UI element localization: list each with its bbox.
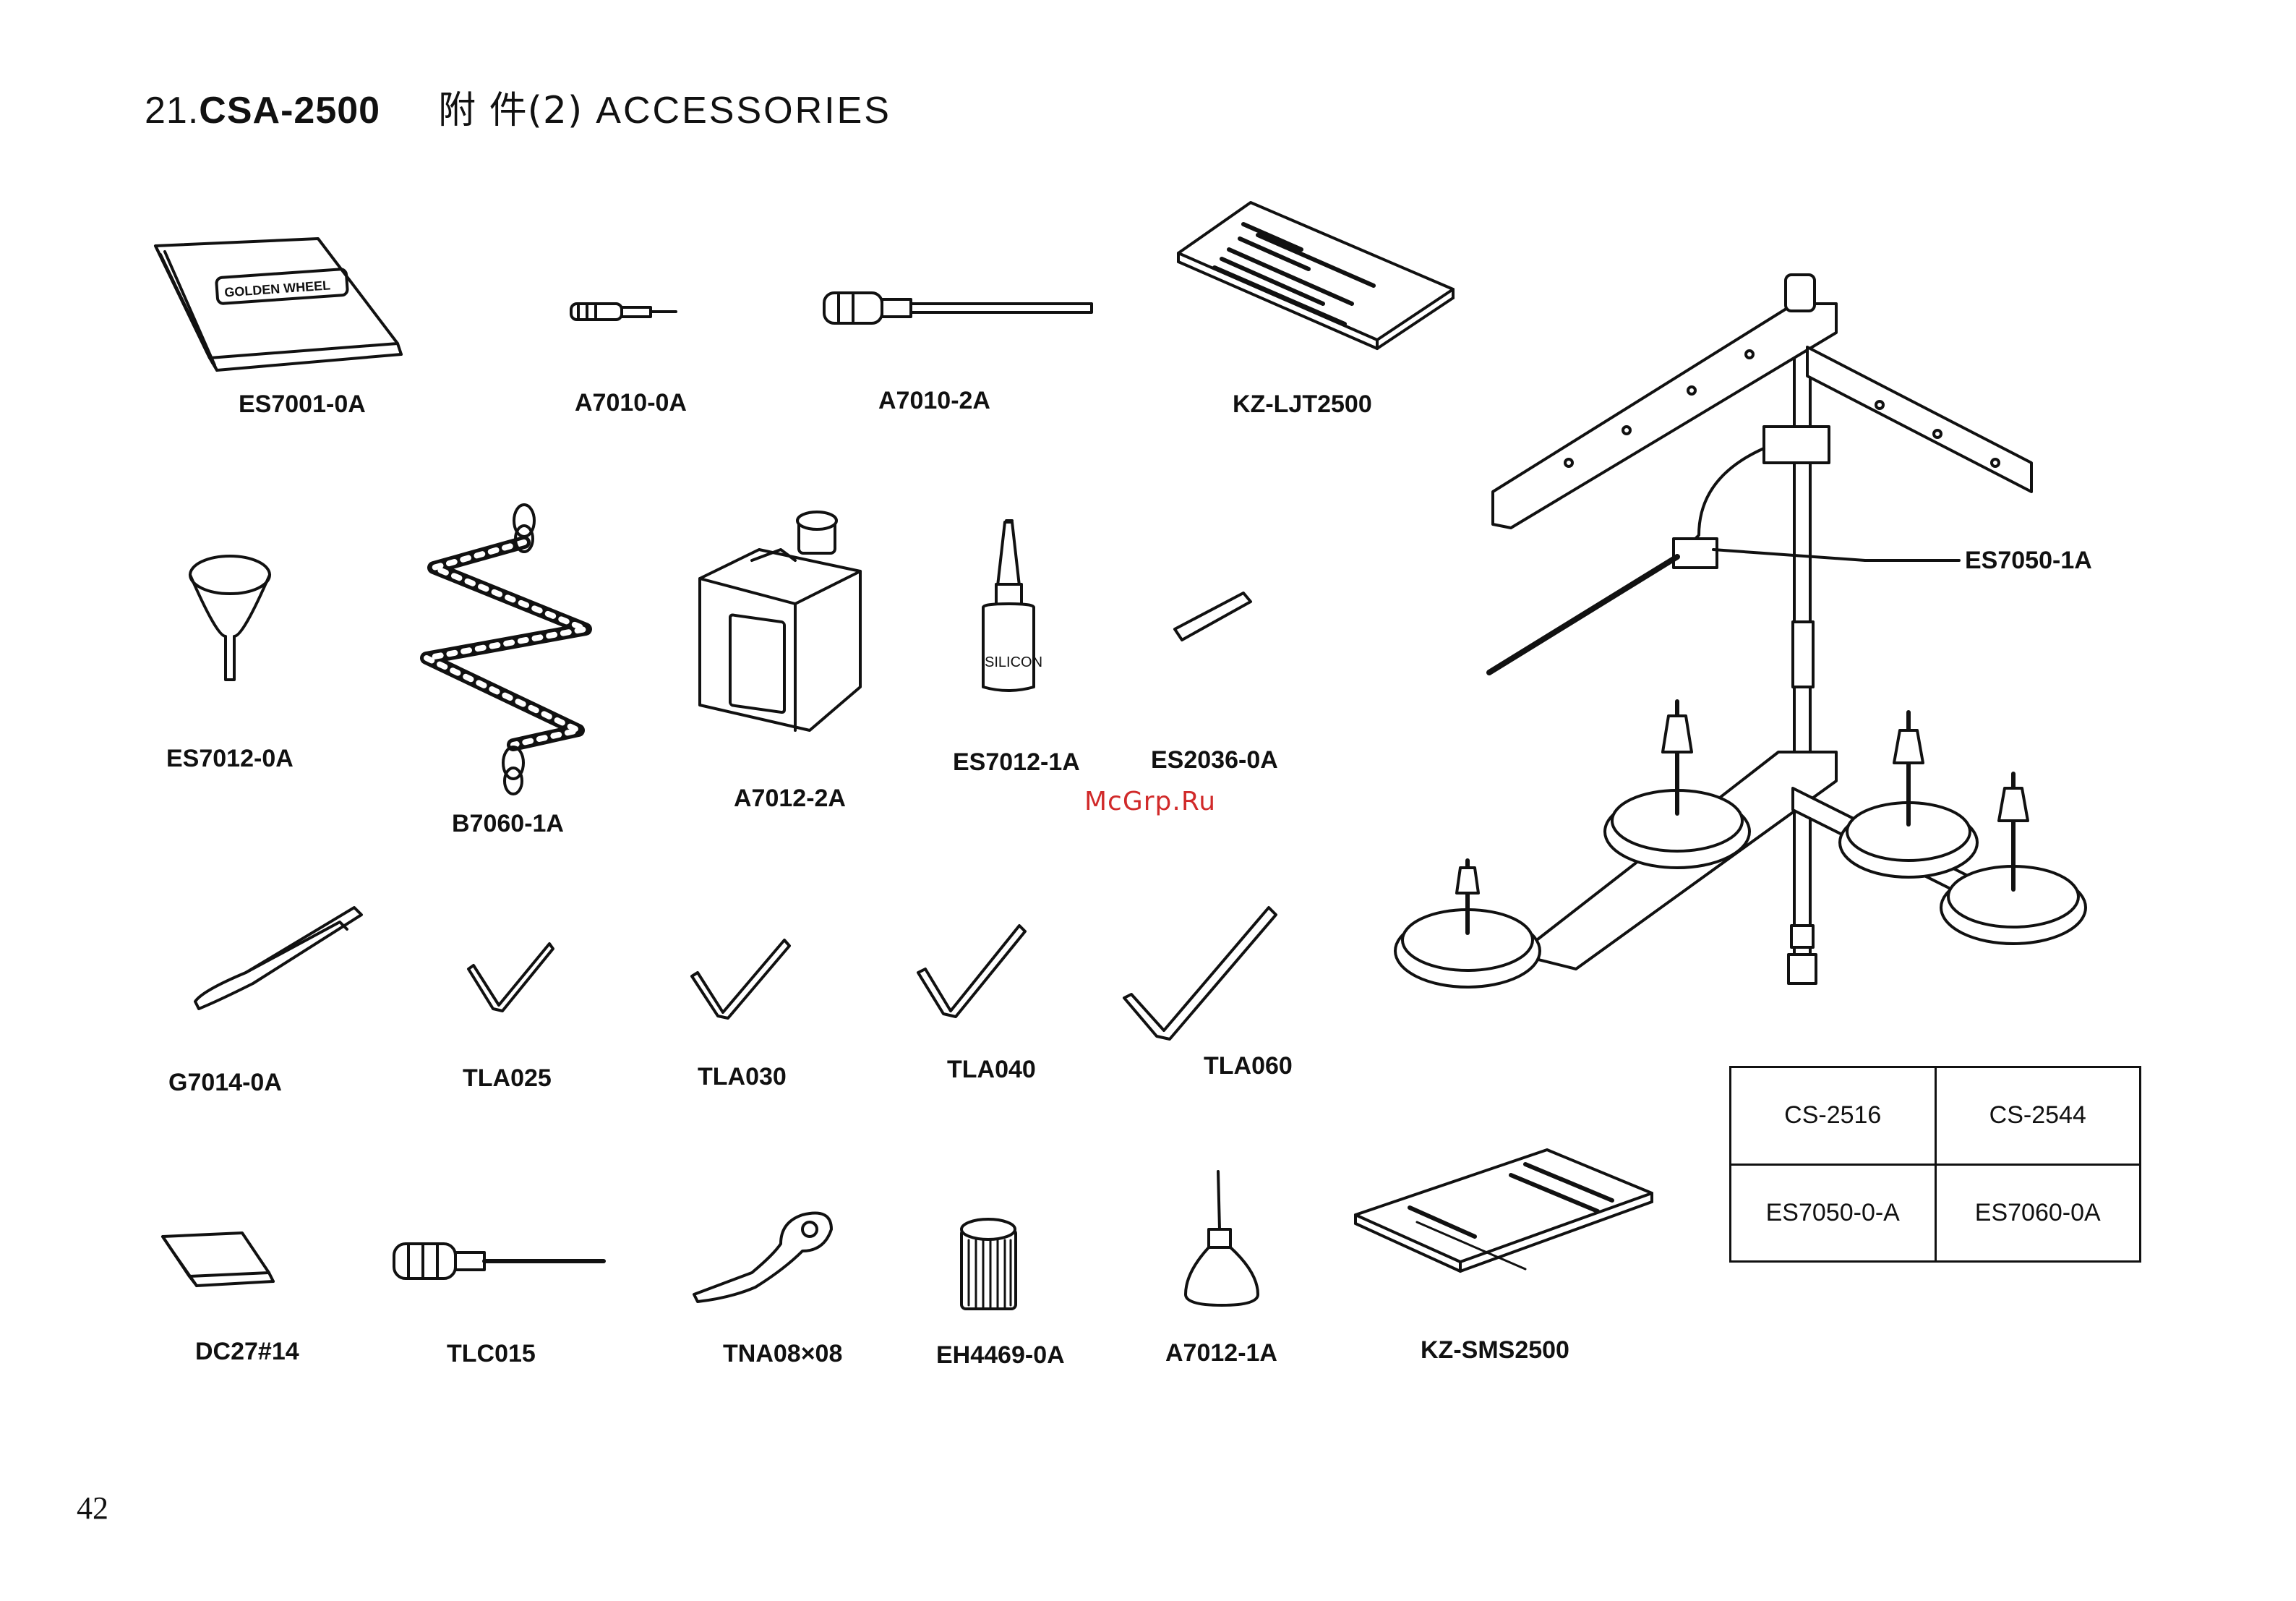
- stand-model-table: CS-2516 CS-2544 ES7050-0-A ES7060-0A: [1729, 1066, 2141, 1263]
- instruction-book-drawing: GOLDEN WHEEL: [155, 239, 401, 370]
- label-es7012-0a: ES7012-0A: [166, 745, 294, 773]
- bottle-label-text: SILICON: [985, 654, 1042, 670]
- filter-drawing: [961, 1219, 1016, 1309]
- label-tla040: TLA040: [947, 1056, 1036, 1084]
- funnel-drawing: [190, 556, 270, 680]
- hex-key-tla030-drawing: [692, 940, 789, 1018]
- oiler-drawing: [1186, 1171, 1258, 1305]
- silicon-bottle-drawing: SILICON: [983, 521, 1042, 691]
- label-es7012-1a: ES7012-1A: [953, 748, 1080, 777]
- label-a7012-1a: A7012-1A: [1165, 1339, 1277, 1367]
- label-a7010-2a: A7010-2A: [878, 387, 990, 415]
- label-g7014-0a: G7014-0A: [168, 1069, 282, 1097]
- service-manual-drawing: [1355, 1150, 1652, 1271]
- hex-key-tla040-drawing: [918, 926, 1025, 1017]
- label-kz-sms2500: KZ-SMS2500: [1421, 1336, 1569, 1365]
- wrench-drawing: [694, 1213, 831, 1302]
- label-a7012-2a: A7012-2A: [734, 785, 846, 813]
- table-row: ES7050-0-A ES7060-0A: [1731, 1164, 2141, 1262]
- label-eh4469-0a: EH4469-0A: [936, 1341, 1065, 1370]
- table-cell: ES7060-0A: [1935, 1164, 2141, 1262]
- tlc-screwdriver-drawing: [394, 1244, 604, 1278]
- table-cell: ES7050-0-A: [1731, 1164, 1936, 1262]
- label-es7050-1a: ES7050-1A: [1965, 547, 2092, 575]
- label-tla030: TLA030: [698, 1063, 787, 1091]
- label-tna08x08: TNA08×08: [723, 1340, 842, 1368]
- hex-key-tla025-drawing: [468, 944, 553, 1011]
- table-row: CS-2516 CS-2544: [1731, 1067, 2141, 1165]
- table-cell: CS-2544: [1935, 1067, 2141, 1165]
- table-cell: CS-2516: [1731, 1067, 1936, 1165]
- label-plate-drawing: [1178, 202, 1453, 349]
- small-rod-drawing: [1175, 593, 1251, 640]
- tweezers-drawing: [195, 908, 361, 1009]
- thread-spring-drawing: [427, 505, 586, 794]
- needle-pack-drawing: [163, 1233, 273, 1286]
- page-number: 42: [77, 1490, 108, 1527]
- watermark: McGrp.Ru: [1084, 787, 1216, 816]
- oil-container-drawing: [700, 512, 860, 730]
- hex-key-tla060-drawing: [1124, 908, 1276, 1039]
- label-kz-ljt2500: KZ-LJT2500: [1233, 390, 1372, 419]
- label-es2036-0a: ES2036-0A: [1151, 746, 1278, 774]
- label-tla025: TLA025: [463, 1064, 552, 1093]
- label-a7010-0a: A7010-0A: [575, 389, 687, 417]
- label-b7060-1a: B7060-1A: [452, 810, 564, 838]
- label-tla060: TLA060: [1204, 1052, 1293, 1080]
- label-dc27-14: DC27#14: [195, 1338, 299, 1366]
- thread-stand-drawing: [1395, 275, 2086, 987]
- label-tlc015: TLC015: [447, 1340, 536, 1368]
- small-screwdriver-drawing: [571, 304, 676, 320]
- long-screwdriver-drawing: [824, 293, 1092, 323]
- label-es7001-0a: ES7001-0A: [239, 390, 366, 419]
